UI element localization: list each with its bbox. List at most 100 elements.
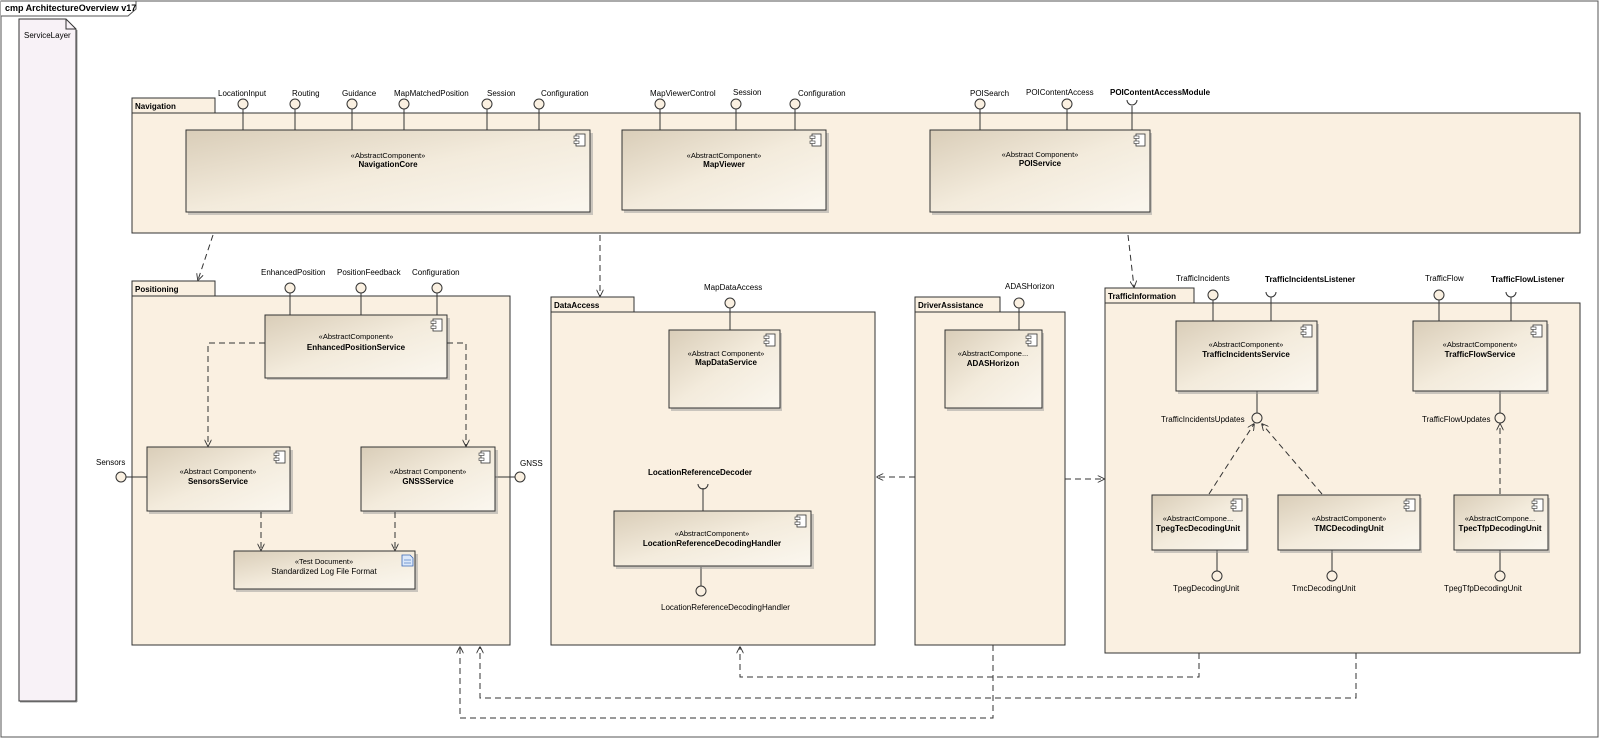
mv-session-lollipop [730, 98, 742, 110]
location-input-lollipop [237, 98, 249, 110]
iface-map-viewer-control: MapViewerControl [650, 89, 716, 98]
iface-tpeg-decoding-unit: TpegDecodingUnit [1173, 584, 1240, 593]
traffic-flow-listener-socket [1505, 291, 1517, 298]
iface-location-input: LocationInput [218, 89, 267, 98]
nav-interfaces: LocationInput Routing Guidance MapMatche… [218, 88, 1211, 130]
iface-traffic-flow-listener: TrafficFlowListener [1491, 275, 1564, 284]
svg-text:«Test Document»: «Test Document» [295, 557, 353, 566]
document-name: Standardized Log File Format [271, 567, 377, 576]
svg-text:«AbstractCompone...: «AbstractCompone... [958, 349, 1028, 358]
tmc-decoding-unit-name: TMCDecodingUnit [1314, 524, 1384, 533]
adas-horizon-name: ADASHorizon [967, 359, 1020, 368]
iface-guidance: Guidance [342, 89, 377, 98]
iface-poi-content-access-module: POIContentAccessModule [1110, 88, 1211, 97]
iface-mv-session: Session [733, 88, 761, 97]
svg-text:«AbstractCompone...: «AbstractCompone... [1465, 514, 1535, 523]
iface-poi-search: POISearch [970, 89, 1009, 98]
iface-traffic-flow-updates: TrafficFlowUpdates [1422, 415, 1490, 424]
dep-navigation-to-traffic [1127, 234, 1134, 287]
component-map-data-service[interactable]: «Abstract Component» MapDataService [668, 329, 782, 411]
component-sensors-service[interactable]: «Abstract Component» SensorsService [146, 446, 293, 514]
map-data-access-lollipop [724, 297, 736, 309]
component-adas-horizon[interactable]: «AbstractCompone... ADASHorizon [944, 329, 1044, 411]
component-traffic-incidents-service[interactable]: «AbstractComponent» TrafficIncidentsServ… [1175, 320, 1319, 394]
iface-mv-configuration: Configuration [798, 89, 846, 98]
dependency-arrows [198, 234, 1500, 719]
traffic-incidents-service-name: TrafficIncidentsService [1202, 350, 1290, 359]
routing-lollipop [289, 98, 301, 110]
component-map-viewer[interactable]: «AbstractComponent» MapViewer [621, 129, 829, 213]
svg-text:«AbstractComponent»: «AbstractComponent» [1312, 514, 1387, 523]
iface-tpeg-tfp-decoding-unit: TpegTfpDecodingUnit [1444, 584, 1523, 593]
document-standardized-log-file-format[interactable]: «Test Document» Standardized Log File Fo… [233, 550, 418, 592]
tmc-decoding-unit-lollipop [1326, 570, 1338, 582]
svg-text:«AbstractComponent»: «AbstractComponent» [1443, 340, 1518, 349]
package-navigation-label: Navigation [135, 102, 176, 111]
component-enhanced-position-service[interactable]: «AbstractComponent» EnhancedPositionServ… [264, 314, 450, 380]
svg-text:«AbstractComponent»: «AbstractComponent» [687, 151, 762, 160]
position-feedback-lollipop [355, 282, 367, 294]
iface-location-reference-decoding-handler: LocationReferenceDecodingHandler [661, 603, 790, 612]
component-location-reference-decoding-handler[interactable]: «AbstractComponent» LocationReferenceDec… [613, 510, 814, 569]
map-viewer-control-lollipop [654, 98, 666, 110]
iface-tmc-decoding-unit: TmcDecodingUnit [1292, 584, 1356, 593]
frame-title: cmp ArchitectureOverview v17 [5, 3, 136, 13]
component-tmc-decoding-unit[interactable]: «AbstractComponent» TMCDecodingUnit [1277, 494, 1422, 553]
sensors-lollipop [115, 471, 127, 483]
traffic-incidents-updates-lollipop [1251, 412, 1263, 424]
svg-text:«Abstract Component»: «Abstract Component» [180, 467, 257, 476]
component-navigation-core[interactable]: «AbstractComponent» NavigationCore [185, 129, 593, 215]
nav-session-lollipop [481, 98, 493, 110]
iface-map-data-access: MapDataAccess [704, 283, 762, 292]
package-traffic-information-label: TrafficInformation [1108, 292, 1176, 301]
svg-text:«AbstractCompone...: «AbstractCompone... [1163, 514, 1233, 523]
iface-traffic-incidents: TrafficIncidents [1176, 274, 1230, 283]
sensors-service-name: SensorsService [188, 477, 249, 486]
iface-adas-horizon: ADASHorizon [1005, 282, 1054, 291]
iface-traffic-incidents-updates: TrafficIncidentsUpdates [1161, 415, 1245, 424]
poi-content-access-module-socket [1126, 99, 1138, 106]
svg-text:«AbstractComponent»: «AbstractComponent» [319, 332, 394, 341]
component-gnss-service[interactable]: «Abstract Component» GNSSService [360, 446, 498, 514]
service-layer-note[interactable]: ServiceLayer [18, 18, 78, 703]
tpeg-decoding-unit-lollipop [1211, 570, 1223, 582]
dep-traffic-to-data-access [740, 647, 1200, 678]
poi-service-name: POIService [1019, 159, 1062, 168]
gnss-service-name: GNSSService [402, 477, 454, 486]
document-icon [401, 554, 414, 567]
svg-text:«AbstractComponent»: «AbstractComponent» [351, 151, 426, 160]
traffic-incidents-lollipop [1207, 289, 1219, 301]
dep-tpeg-tec-to-incidents-updates [1208, 424, 1254, 495]
iface-traffic-flow: TrafficFlow [1425, 274, 1464, 283]
poi-search-lollipop [974, 98, 986, 110]
iface-poi-content-access: POIContentAccess [1026, 88, 1094, 97]
svg-text:«AbstractComponent»: «AbstractComponent» [1209, 340, 1284, 349]
dep-tmc-to-incidents-updates [1262, 424, 1323, 495]
dep-driver-assist-to-positioning [460, 645, 994, 719]
iface-sensors: Sensors [96, 458, 125, 467]
iface-gnss: GNSS [520, 459, 543, 468]
tpec-tfp-decoding-unit-name: TpecTfpDecodingUnit [1458, 524, 1541, 533]
iface-location-reference-decoder: LocationReferenceDecoder [648, 468, 752, 477]
poi-content-access-lollipop [1061, 98, 1073, 110]
dep-navigation-to-positioning [198, 234, 214, 280]
iface-enhanced-position: EnhancedPosition [261, 268, 326, 277]
navigation-core-name: NavigationCore [358, 160, 418, 169]
iface-nav-session: Session [487, 89, 515, 98]
iface-nav-configuration: Configuration [541, 89, 589, 98]
service-layer-label: ServiceLayer [24, 31, 71, 40]
map-matched-position-lollipop [398, 98, 410, 110]
adas-horizon-lollipop [1013, 297, 1025, 309]
location-reference-decoding-handler-name: LocationReferenceDecodingHandler [643, 539, 781, 548]
driver-assistance-interfaces: ADASHorizon [1005, 282, 1054, 330]
pos-configuration-lollipop [431, 282, 443, 294]
nav-configuration-lollipop [533, 98, 545, 110]
component-tpeg-tec-decoding-unit[interactable]: «AbstractCompone... TpegTecDecodingUnit [1151, 494, 1249, 553]
component-tpec-tfp-decoding-unit[interactable]: «AbstractCompone... TpecTfpDecodingUnit [1453, 494, 1550, 553]
mv-configuration-lollipop [789, 98, 801, 110]
component-traffic-flow-service[interactable]: «AbstractComponent» TrafficFlowService [1412, 320, 1549, 394]
svg-text:«Abstract Component»: «Abstract Component» [688, 349, 765, 358]
map-data-service-name: MapDataService [695, 358, 757, 367]
iface-routing: Routing [292, 89, 320, 98]
component-poi-service[interactable]: «Abstract Component» POIService [929, 129, 1152, 215]
